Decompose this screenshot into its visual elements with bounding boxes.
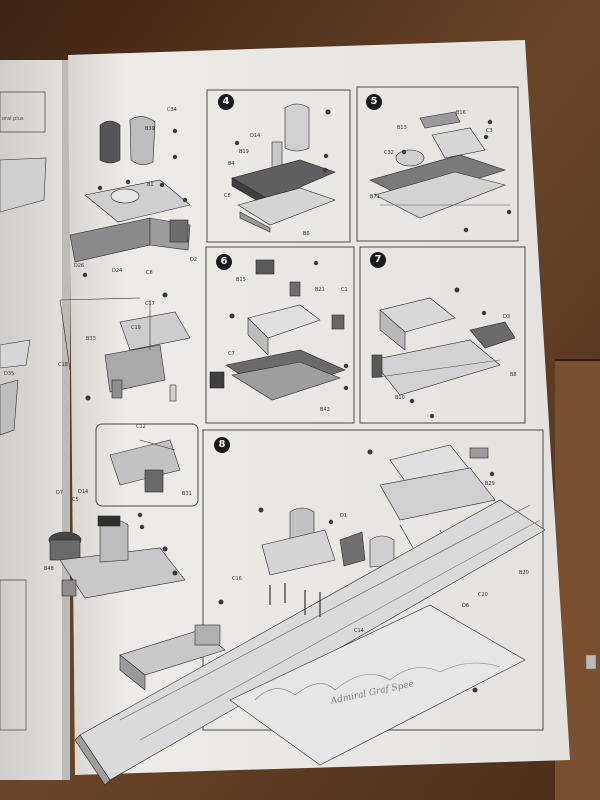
part-label: D26: [74, 263, 85, 269]
part-label: C32: [384, 150, 394, 156]
part-label: C16: [232, 576, 242, 582]
part-label: D14: [250, 133, 261, 139]
instruction-sheet: [68, 40, 570, 775]
part-label: B19: [239, 149, 249, 155]
part-callout-markers: [82, 109, 512, 693]
step-7-drawing: [371, 297, 516, 396]
part-label: B33: [86, 336, 96, 342]
part-label: B8: [510, 372, 517, 378]
panel-step-6: [205, 246, 355, 424]
part-label: C5: [72, 497, 79, 503]
left-column-assemblies: [48, 116, 191, 599]
part-label: C8: [146, 270, 153, 276]
part-label: B48: [44, 566, 54, 572]
part-label: B29: [485, 481, 495, 487]
part-label: C20: [478, 592, 488, 598]
step-5-drawing: [369, 111, 510, 219]
step-number-5: 5: [366, 94, 382, 110]
left-page-part-label: D35: [4, 371, 15, 377]
part-label: C17: [145, 301, 155, 307]
part-label: C34: [167, 107, 177, 113]
part-label: B10: [395, 395, 405, 401]
part-label: C8: [224, 193, 231, 199]
left-page: [0, 60, 68, 780]
step-number-8: 8: [214, 437, 230, 453]
page-fold-shadow: [62, 60, 70, 780]
part-label: C1: [341, 287, 348, 293]
part-label: B16: [456, 110, 466, 116]
metal-clip: [585, 654, 597, 670]
part-label: B15: [236, 277, 246, 283]
part-label: D14: [78, 489, 89, 495]
panel-step-5: [356, 86, 519, 242]
part-label: D6: [462, 603, 470, 609]
left-page-caption: oral plus: [2, 116, 24, 122]
part-label: B39: [145, 126, 155, 132]
part-label: D7: [56, 490, 64, 496]
panel-inset-detail: [95, 423, 199, 507]
part-label: C12: [136, 424, 146, 430]
part-label: D2: [190, 257, 198, 263]
part-label: D1: [340, 513, 348, 519]
part-label: B13: [397, 125, 407, 131]
left-page-hull-drawing: [0, 157, 47, 436]
part-label: C19: [131, 325, 141, 331]
part-label: C7: [228, 351, 235, 357]
part-label: C3: [486, 128, 493, 134]
part-label: C18: [58, 362, 68, 368]
panel-step-7: [359, 246, 526, 424]
left-page-panel-bottom: [0, 579, 27, 731]
part-label: B6: [303, 231, 310, 237]
step-number-7: 7: [370, 252, 386, 268]
part-label: B31: [182, 491, 192, 497]
step-number-6: 6: [216, 254, 232, 270]
part-label: B21: [315, 287, 325, 293]
part-label: D24: [112, 268, 123, 274]
step-8-drawing: [74, 444, 546, 786]
panel-step-4: [206, 89, 351, 243]
left-page-panel-top: [0, 91, 46, 133]
step-number-4: 4: [218, 94, 234, 110]
part-label: B71: [370, 194, 380, 200]
part-label: D3: [503, 314, 511, 320]
part-label: B43: [320, 407, 330, 413]
step-6-drawing: [209, 259, 346, 401]
part-label: C14: [354, 628, 364, 634]
step-4-drawing: [231, 103, 336, 233]
part-label: B20: [519, 570, 529, 576]
part-label: B1: [147, 182, 154, 188]
part-label: B4: [228, 161, 235, 167]
